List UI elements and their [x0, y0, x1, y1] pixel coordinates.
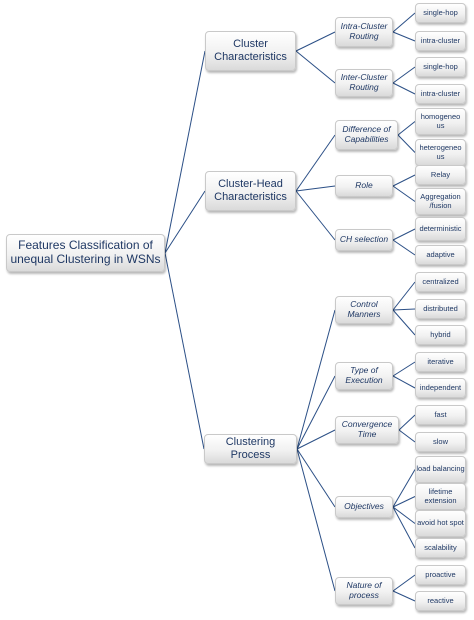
feature-control-manners: Control Manners	[335, 296, 393, 324]
connector-line	[295, 190, 336, 241]
option-relay: Relay	[415, 165, 466, 185]
category-cluster-characteristics: Cluster Characteristics	[205, 31, 296, 71]
connector-line	[295, 185, 336, 192]
option-iterative: iterative	[415, 352, 466, 372]
option-independent: independent	[415, 378, 466, 398]
category-cluster-head-characteristics: Cluster-Head Characteristics	[205, 171, 296, 211]
option-reactive: reactive	[415, 591, 466, 611]
option-load-balancing: load balancing	[415, 456, 466, 483]
feature-ch-selection: CH selection	[335, 229, 393, 251]
connector-line	[295, 31, 336, 52]
connector-line	[392, 228, 416, 241]
connector-line	[392, 308, 416, 311]
connector-line	[398, 414, 416, 431]
feature-convergence-time: Convergence Time	[335, 416, 399, 444]
connector-line	[392, 375, 416, 389]
connector-line	[392, 590, 416, 602]
option-proactive: proactive	[415, 565, 466, 585]
feature-nature-of-process: Nature of process	[335, 577, 393, 605]
option-deterministic: deterministic	[415, 217, 466, 241]
connector-line	[392, 66, 416, 84]
root-node: Features Classification of unequal Clust…	[6, 234, 165, 272]
connector-line	[392, 82, 416, 95]
option-inter-single-hop: single-hop	[415, 57, 466, 77]
option-heterogeneous: heterogeneous	[415, 139, 466, 166]
connector-line	[397, 134, 416, 153]
connector-line	[392, 506, 416, 524]
connector-line	[296, 448, 336, 508]
connector-line	[392, 185, 416, 202]
option-aggregation-fusion: Aggregation /fusion	[415, 188, 466, 215]
connector-line	[392, 506, 416, 549]
option-centralized: centralized	[415, 272, 466, 292]
option-lifetime-extension: lifetime extension	[415, 483, 466, 510]
option-homogeneous: homogeneous	[415, 108, 466, 135]
option-adaptive: adaptive	[415, 245, 466, 265]
option-avoid-hot-spot: avoid hot spot	[415, 510, 466, 537]
feature-intra-cluster-routing: Intra-Cluster Routing	[335, 17, 393, 47]
connector-line	[392, 361, 416, 377]
option-intra-single-hop: single-hop	[415, 3, 466, 23]
option-intra-intra-cluster: intra-cluster	[415, 31, 466, 51]
option-scalability: scalability	[415, 538, 466, 558]
option-distributed: distributed	[415, 299, 466, 319]
connector-line	[392, 281, 416, 311]
connector-line	[296, 448, 336, 592]
connector-line	[392, 496, 416, 508]
connector-line	[164, 252, 205, 450]
connector-line	[392, 574, 416, 592]
category-clustering-process: Clustering Process	[204, 434, 297, 464]
connector-line	[392, 309, 416, 336]
option-fast: fast	[415, 405, 466, 425]
option-inter-intra-cluster: intra-cluster	[415, 84, 466, 104]
connector-line	[397, 121, 416, 136]
feature-difference-of-capabilities: Difference of Capabilities	[335, 120, 398, 150]
connector-line	[164, 50, 206, 254]
connector-line	[398, 429, 416, 443]
connector-line	[296, 375, 336, 450]
connector-line	[295, 134, 336, 192]
connector-line	[296, 309, 336, 450]
option-slow: slow	[415, 432, 466, 452]
connector-line	[392, 469, 416, 508]
connector-line	[392, 239, 416, 256]
feature-role: Role	[335, 175, 393, 197]
connector-line	[295, 50, 336, 84]
connector-line	[164, 190, 206, 254]
option-hybrid: hybrid	[415, 325, 466, 345]
connector-line	[392, 174, 416, 187]
connector-line	[392, 31, 416, 42]
feature-objectives: Objectives	[335, 496, 393, 518]
connector-line	[296, 429, 336, 450]
connector-line	[392, 12, 416, 33]
feature-type-of-execution: Type of Execution	[335, 362, 393, 390]
feature-inter-cluster-routing: Inter-Cluster Routing	[335, 69, 393, 97]
